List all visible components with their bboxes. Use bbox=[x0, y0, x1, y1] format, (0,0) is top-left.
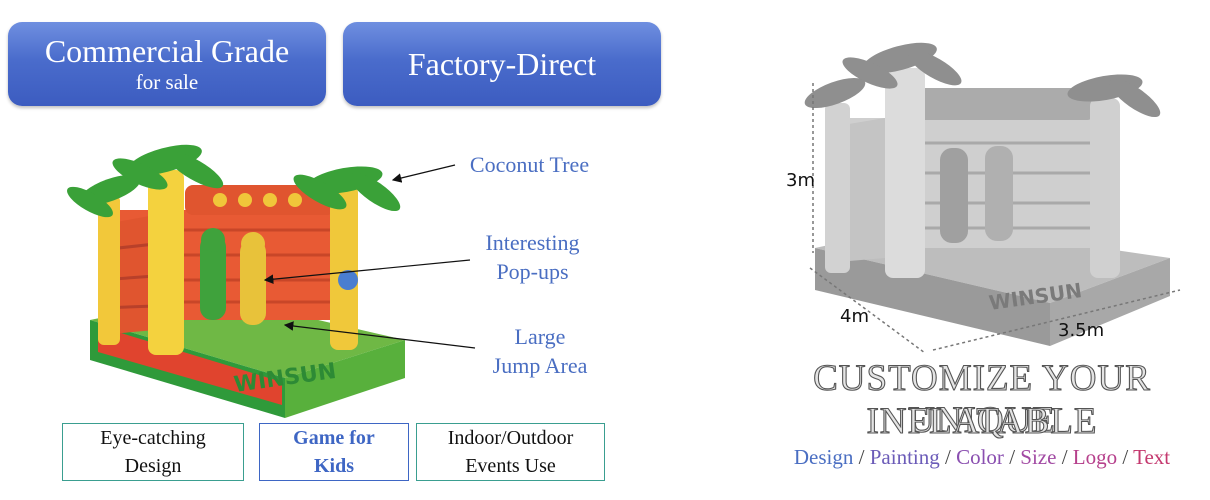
callout-jump-line2: Jump Area bbox=[492, 353, 588, 378]
separator: / bbox=[858, 445, 870, 469]
dimension-depth: 4m bbox=[840, 306, 869, 327]
feature-3-line1: Indoor/Outdoor bbox=[447, 427, 574, 449]
factory-direct-title: Factory-Direct bbox=[407, 46, 597, 82]
commercial-grade-badge: Commercial Grade for sale bbox=[8, 22, 326, 106]
separator: / bbox=[1122, 445, 1134, 469]
bounce-house-color-image: WINSUN bbox=[67, 144, 405, 418]
option-logo: Logo bbox=[1072, 445, 1118, 469]
feature-indoor-outdoor: Indoor/Outdoor Events Use bbox=[416, 423, 605, 481]
headline-line2: INFLATABLE bbox=[866, 400, 1098, 442]
feature-3-line2: Events Use bbox=[465, 455, 556, 477]
callout-jump-line1: Large bbox=[514, 324, 566, 349]
bounce-house-gray-image: WINSUN bbox=[804, 42, 1181, 354]
option-design: Design bbox=[793, 445, 854, 469]
callout-coconut-tree: Coconut Tree bbox=[469, 152, 590, 177]
dimension-width: 3.5m bbox=[1058, 320, 1105, 341]
feature-1-line2: Design bbox=[124, 455, 182, 477]
callout-popups-line2: Pop-ups bbox=[496, 259, 569, 284]
customization-options: Design / Painting / Color / Size / Logo … bbox=[760, 445, 1204, 470]
separator: / bbox=[945, 445, 957, 469]
feature-2-line1: Game for bbox=[293, 427, 375, 449]
separator: / bbox=[1061, 445, 1073, 469]
feature-2-line2: Kids bbox=[313, 455, 354, 477]
option-color: Color bbox=[956, 445, 1004, 469]
option-painting: Painting bbox=[869, 445, 940, 469]
commercial-grade-title: Commercial Grade bbox=[44, 33, 290, 69]
for-sale-label: for sale bbox=[135, 70, 199, 94]
headline-line1: CUSTOMIZE YOUR UNIQUE bbox=[813, 357, 1151, 441]
option-size: Size bbox=[1020, 445, 1057, 469]
callout-popups-line1: Interesting bbox=[485, 230, 580, 255]
feature-eye-catching: Eye-catching Design bbox=[62, 423, 244, 481]
callout-lines bbox=[263, 164, 476, 349]
dimension-height: 3m bbox=[786, 170, 815, 191]
separator: / bbox=[1009, 445, 1021, 469]
callout-popups: Interesting Pop-ups bbox=[470, 228, 595, 286]
feature-1-line1: Eye-catching bbox=[100, 427, 206, 449]
callout-jump-area: Large Jump Area bbox=[470, 322, 610, 380]
option-text: Text bbox=[1133, 445, 1171, 469]
feature-game-for-kids: Game for Kids bbox=[259, 423, 409, 481]
factory-direct-badge: Factory-Direct bbox=[343, 22, 661, 106]
